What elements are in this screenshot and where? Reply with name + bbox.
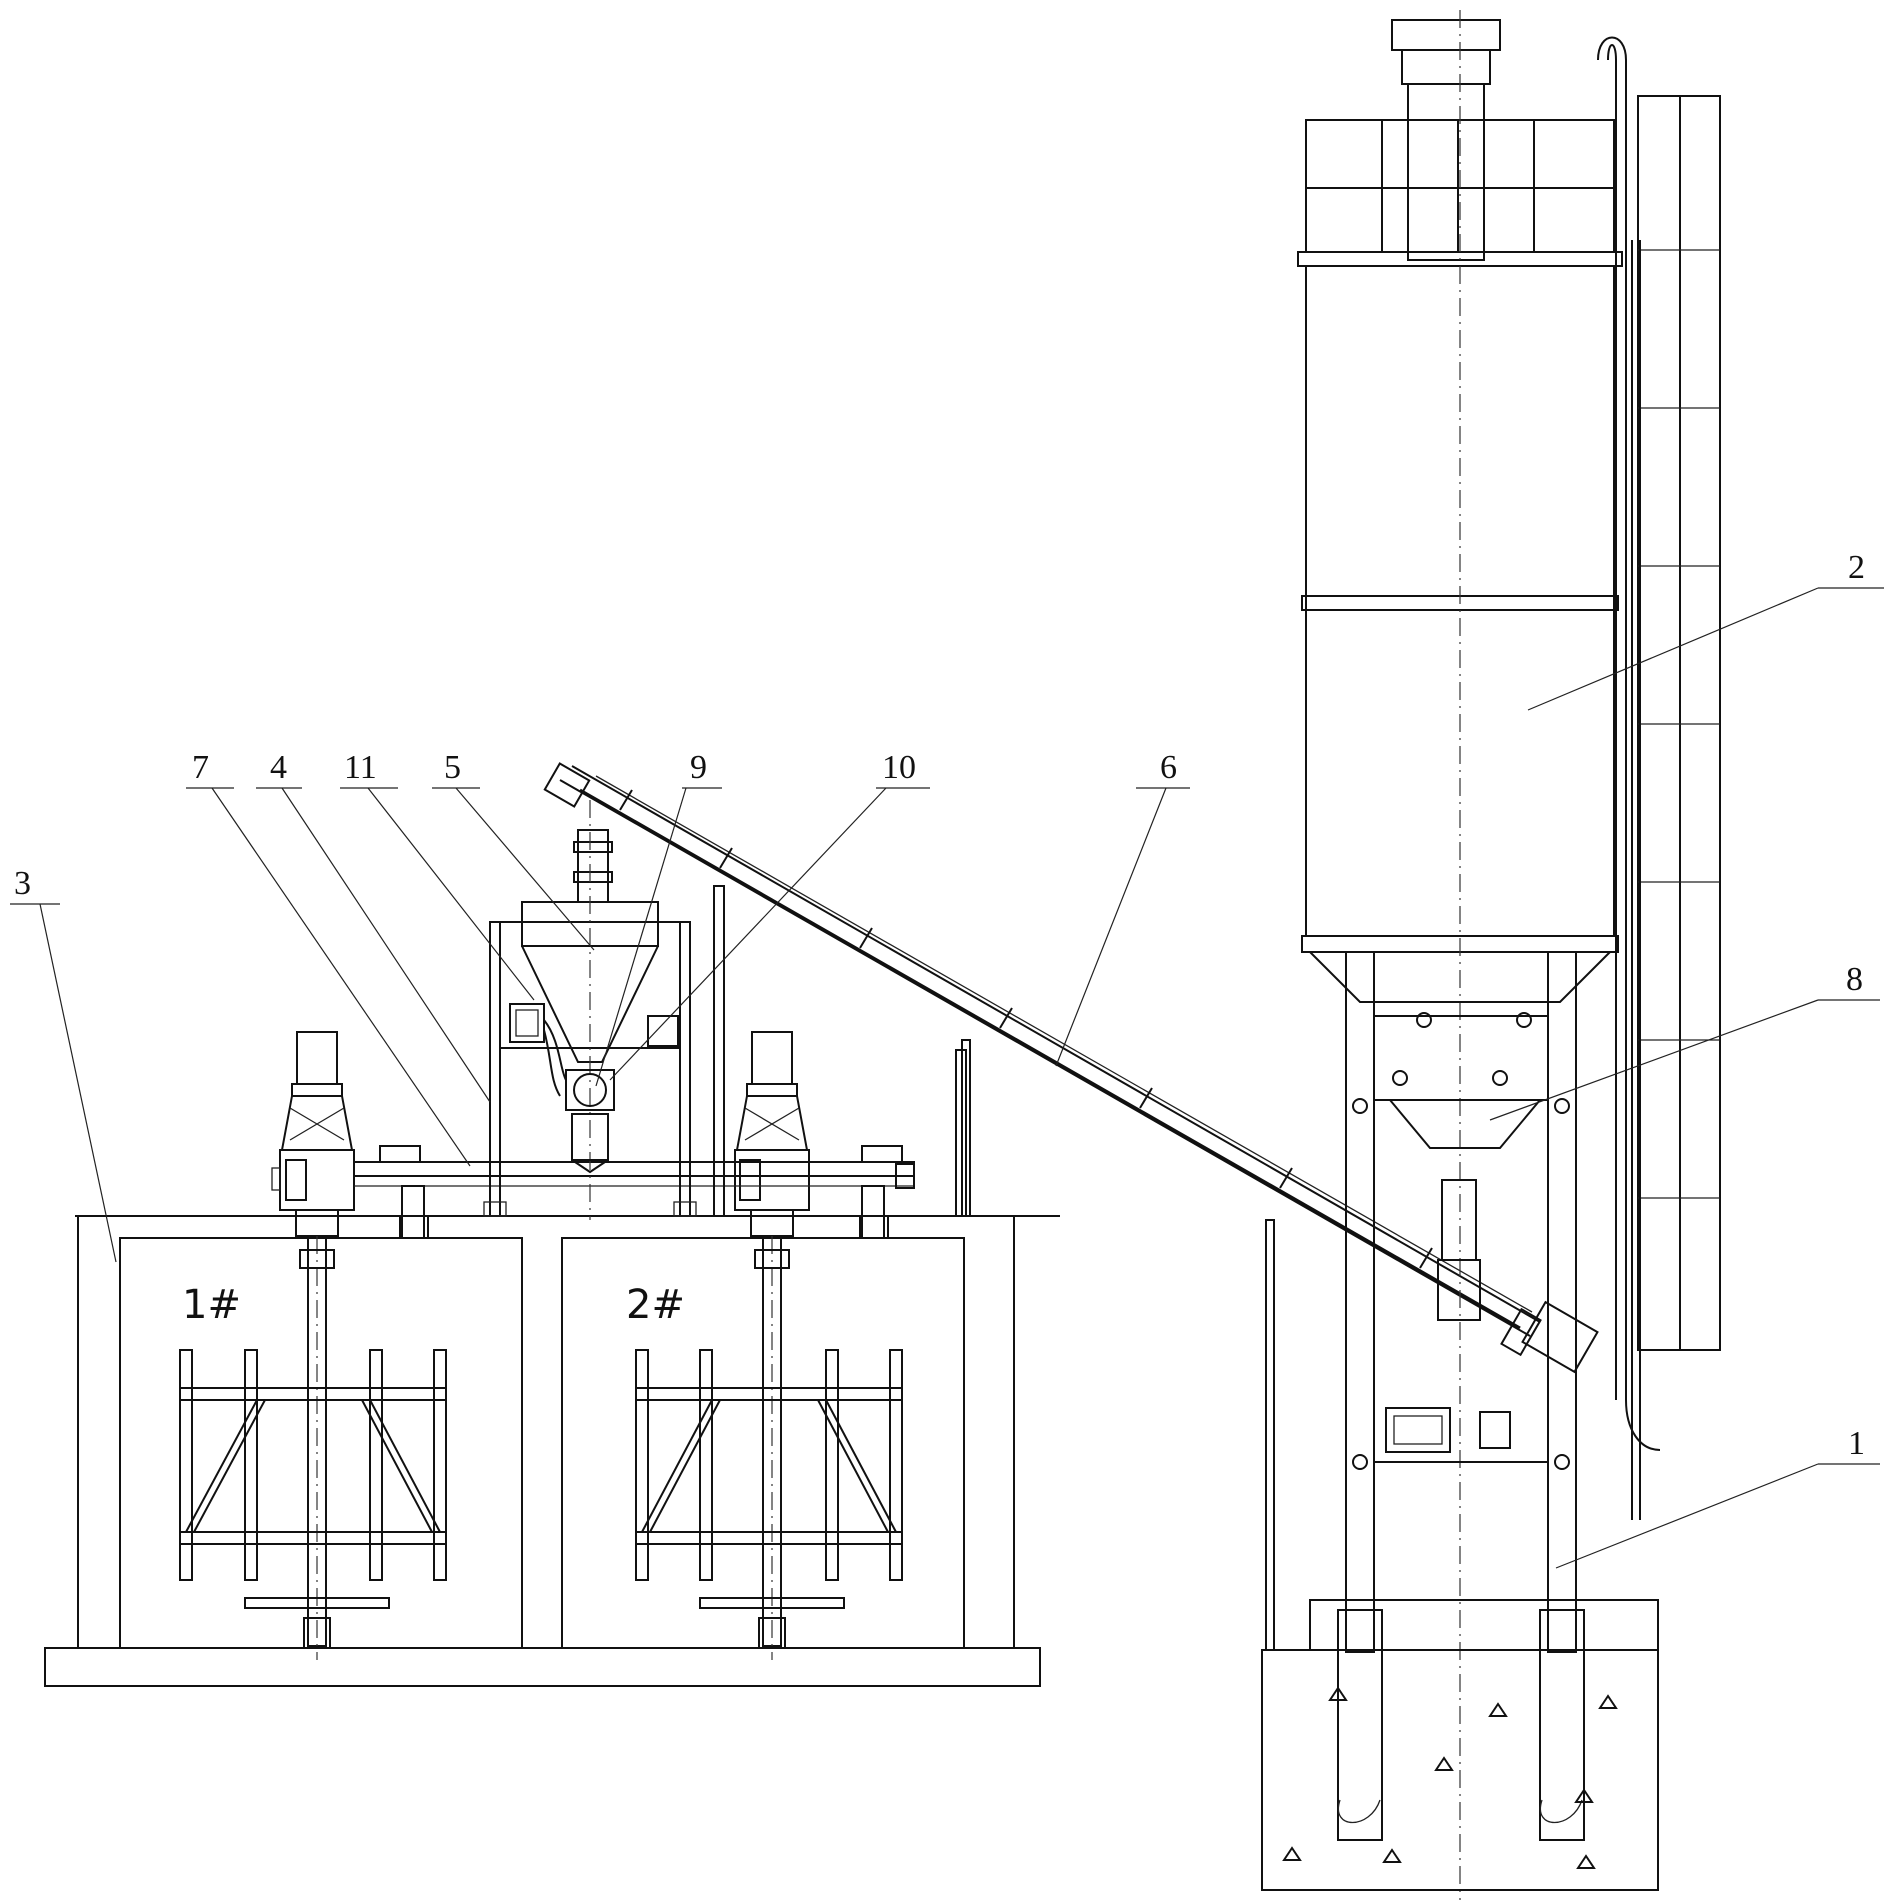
tank-2-label: 2# bbox=[626, 1282, 685, 1328]
tank-foundation: 1# 2# bbox=[44, 1215, 1060, 1687]
callout-1: 1 bbox=[1555, 1425, 1880, 1569]
callout-2: 2 bbox=[1527, 549, 1884, 711]
tank-1-label: 1# bbox=[182, 1282, 241, 1328]
callout-4: 4 bbox=[256, 749, 491, 1103]
callout-label-4: 4 bbox=[270, 749, 287, 786]
callout-label-1: 1 bbox=[1848, 1425, 1865, 1462]
silo-foundation bbox=[1261, 1599, 1659, 1891]
callout-7: 7 bbox=[186, 749, 471, 1167]
transfer-pipe bbox=[353, 1145, 915, 1239]
agitator-tank-1 bbox=[179, 1031, 447, 1660]
callout-label-7: 7 bbox=[192, 749, 209, 786]
callout-10: 10 bbox=[609, 749, 930, 1081]
callout-11: 11 bbox=[340, 749, 535, 1001]
dosing-hopper bbox=[483, 800, 967, 1220]
callout-6: 6 bbox=[1055, 749, 1190, 1067]
agitator-tank-2 bbox=[635, 1031, 903, 1660]
callout-3: 3 bbox=[10, 865, 117, 1263]
callout-5: 5 bbox=[432, 749, 595, 951]
callout-8: 8 bbox=[1489, 961, 1880, 1121]
callout-label-10: 10 bbox=[882, 749, 916, 786]
callout-label-6: 6 bbox=[1160, 749, 1177, 786]
callout-label-2: 2 bbox=[1848, 549, 1865, 586]
callout-label-5: 5 bbox=[444, 749, 461, 786]
callout-9: 9 bbox=[595, 749, 722, 1087]
screw-conveyor bbox=[543, 762, 1599, 1651]
powder-silo bbox=[1297, 10, 1721, 1900]
callout-label-3: 3 bbox=[14, 865, 31, 902]
callout-label-9: 9 bbox=[690, 749, 707, 786]
callout-label-8: 8 bbox=[1846, 961, 1863, 998]
callout-label-11: 11 bbox=[344, 749, 377, 786]
